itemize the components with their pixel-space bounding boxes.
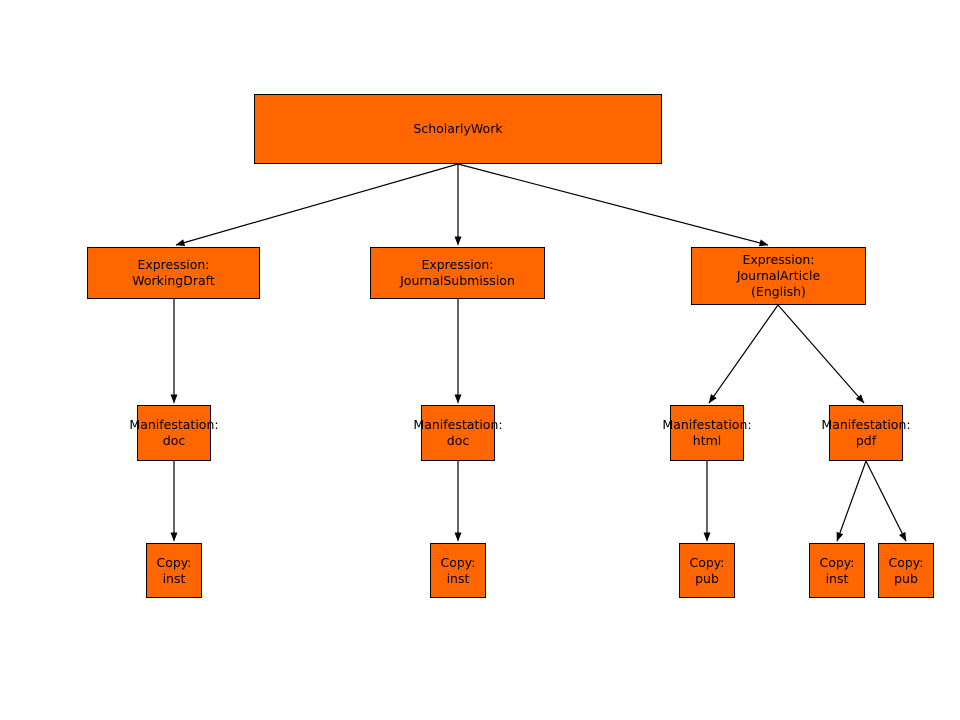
node-label-expr-journalsubmission: Expression: JournalSubmission (400, 257, 515, 288)
node-copy-pub-2[interactable]: Copy: pub (878, 543, 934, 598)
edge-expr-journalarticle-to-manif-pdf (777, 304, 865, 404)
node-copy-pub-1[interactable]: Copy: pub (679, 543, 735, 598)
node-label-copy-inst-3: Copy: inst (819, 554, 855, 586)
node-manif-pdf[interactable]: Manifestation: pdf (821, 405, 911, 461)
edge-expr-journalarticle-to-manif-html (708, 304, 779, 404)
node-label-copy-inst-1: Copy: inst (156, 554, 192, 586)
node-manif-doc-1[interactable]: Manifestation: doc (129, 405, 219, 461)
node-label-manif-doc-1: Manifestation: doc (129, 417, 219, 448)
node-label-expr-journalarticle: Expression: JournalArticle (English) (736, 252, 821, 299)
node-label-expr-workingdraft: Expression: WorkingDraft (132, 257, 215, 288)
node-label-work: ScholarlyWork (413, 121, 503, 136)
node-label-manif-doc-2: Manifestation: doc (413, 417, 503, 448)
node-work[interactable]: ScholarlyWork (254, 94, 662, 164)
node-copy-inst-2[interactable]: Copy: inst (430, 543, 486, 598)
node-label-manif-pdf: Manifestation: pdf (821, 417, 911, 448)
node-manif-doc-2[interactable]: Manifestation: doc (413, 405, 503, 461)
edge-work-to-expr-workingdraft (175, 163, 459, 247)
edge-work-to-expr-journalarticle (457, 163, 769, 247)
edge-manif-pdf-to-copy-pub-2 (865, 460, 907, 542)
edges (170, 163, 907, 542)
node-manif-html[interactable]: Manifestation: html (662, 405, 752, 461)
node-copy-inst-1[interactable]: Copy: inst (146, 543, 202, 598)
edge-manif-pdf-to-copy-inst-3 (836, 460, 867, 542)
node-label-manif-html: Manifestation: html (662, 417, 752, 448)
node-expr-journalarticle[interactable]: Expression: JournalArticle (English) (691, 247, 866, 305)
node-label-copy-inst-2: Copy: inst (440, 554, 476, 586)
node-expr-journalsubmission[interactable]: Expression: JournalSubmission (370, 247, 545, 299)
node-label-copy-pub-1: Copy: pub (689, 554, 725, 586)
node-copy-inst-3[interactable]: Copy: inst (809, 543, 865, 598)
node-label-copy-pub-2: Copy: pub (888, 554, 924, 586)
node-expr-workingdraft[interactable]: Expression: WorkingDraft (87, 247, 260, 299)
